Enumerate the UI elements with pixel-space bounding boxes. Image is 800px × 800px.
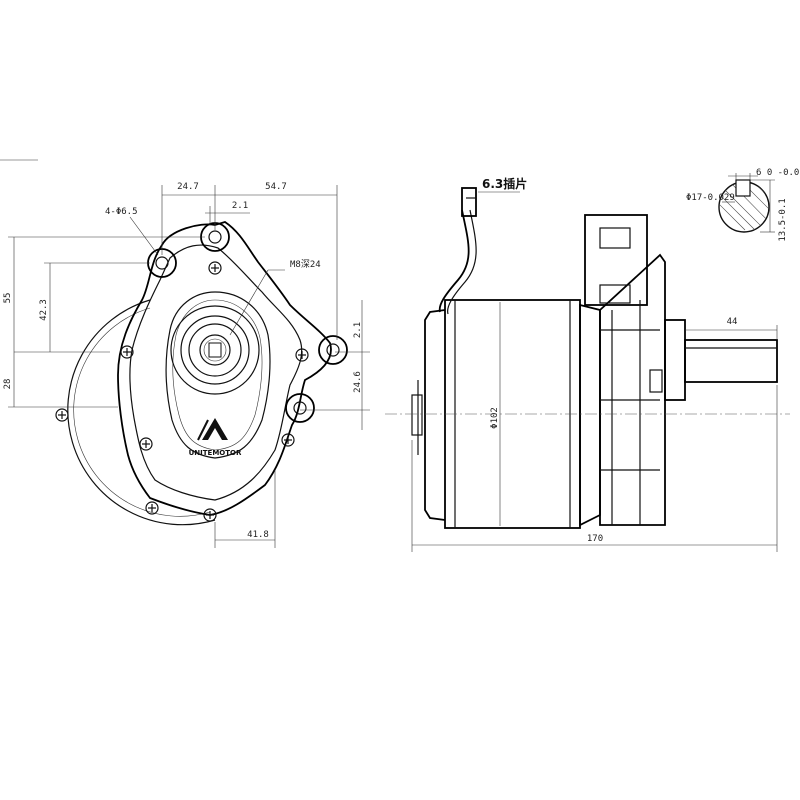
inner-cover: [165, 291, 271, 459]
dim-key-depth: 13.5-0.1: [778, 198, 788, 241]
dim-left-height-total: 55: [3, 293, 13, 304]
dim-body-diameter: Φ102: [490, 407, 500, 429]
dim-right-height: 24.6: [353, 371, 363, 393]
dim-top-right-width: 54.7: [265, 182, 287, 192]
flange-circle: [67, 299, 216, 526]
dim-bottom-width: 41.8: [247, 530, 269, 540]
rear-end-cap: [424, 309, 446, 521]
dim-left-height-inner: 42.3: [39, 299, 49, 321]
side-view: 6.3插片 Φ102 44 170: [385, 168, 800, 552]
dim-top-offset: 2.1: [232, 201, 248, 211]
dim-shaft-length: 44: [727, 317, 738, 327]
screw-heads: [55, 261, 309, 522]
brand-logo: UNITEMOTOR: [189, 418, 242, 457]
gearbox-side: [579, 303, 601, 527]
dim-right-offset: 2.1: [353, 322, 363, 338]
wire-lead: [438, 209, 470, 313]
dim-left-height-lower: 28: [3, 379, 13, 390]
mount-ear-right: [318, 335, 348, 365]
dim-total-length: 170: [587, 534, 603, 544]
dim-top-left-width: 24.7: [177, 182, 199, 192]
connector-terminal: [461, 187, 477, 217]
label-bolt-spec: M8深24: [290, 259, 321, 270]
front-view: UNITEMOTOR 24.7 54.7 2.1 4-Φ6.5 M8深24 55…: [0, 159, 370, 548]
mount-bracket: [584, 214, 648, 306]
gearbox-housing: [117, 221, 332, 516]
dim-shaft-diameter: Φ17-0.029: [686, 193, 735, 203]
output-shaft: [684, 339, 778, 383]
mount-ear-lower-right: [285, 393, 315, 423]
brand-text: UNITEMOTOR: [189, 449, 242, 457]
label-mount-holes: 4-Φ6.5: [105, 207, 138, 217]
dim-key-width: 6 0 -0.03: [756, 168, 800, 178]
shaft-section-detail: [718, 173, 775, 233]
label-connector: 6.3插片: [482, 176, 527, 191]
